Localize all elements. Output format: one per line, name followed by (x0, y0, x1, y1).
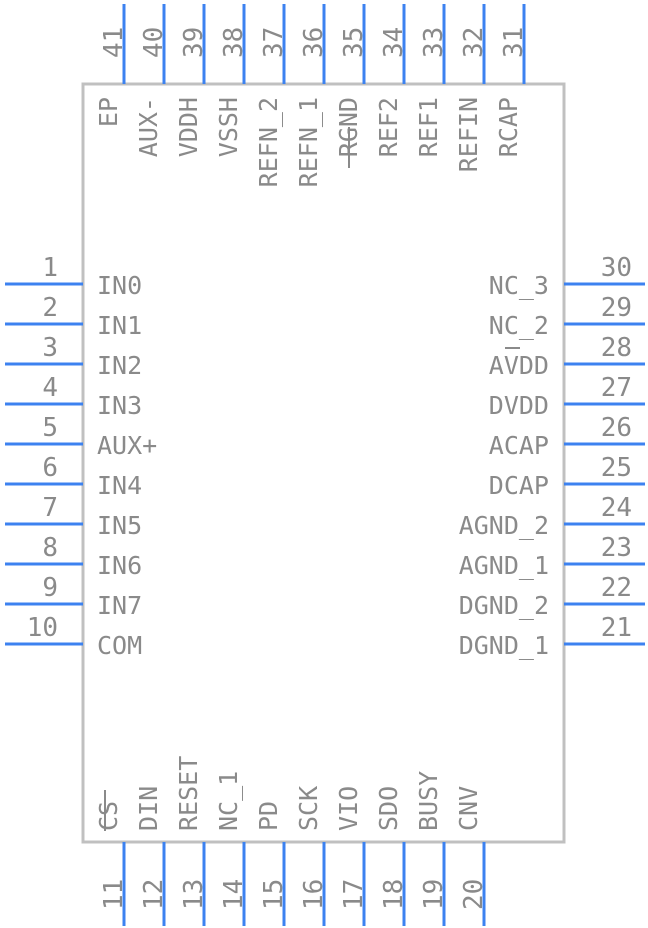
pin-38-number: 38 (219, 27, 249, 58)
pin-10-number: 10 (27, 613, 58, 643)
pin-18-label: SDO (374, 786, 403, 831)
pin-28-number: 28 (601, 333, 632, 363)
pin-8-number: 8 (42, 533, 58, 563)
pin-34-number: 34 (379, 27, 409, 58)
pin-40-label: AUX- (134, 97, 163, 157)
pin-6-number: 6 (42, 453, 58, 483)
pin-7-label: IN5 (97, 511, 142, 540)
pin-13-label: RESET (174, 756, 203, 831)
pin-20-label: CNV (454, 786, 483, 831)
pin-8-label: IN6 (97, 551, 142, 580)
pin-32-number: 32 (459, 27, 489, 58)
pin-10-label: COM (97, 631, 142, 660)
pin-29-label: NC_2 (489, 311, 549, 340)
pin-2-label: IN1 (97, 311, 142, 340)
pin-9-label: IN7 (97, 591, 142, 620)
pin-41-label: EP (94, 97, 123, 127)
pin-11-number: 11 (99, 879, 129, 910)
pin-15-number: 15 (259, 879, 289, 910)
pin-28-label: AVDD (489, 351, 549, 380)
pin-19-label: BUSY (414, 771, 443, 831)
pin-22-label: DGND_2 (459, 591, 549, 620)
pin-9-number: 9 (42, 573, 58, 603)
pin-17-label: VIO (334, 786, 363, 831)
pin-12-number: 12 (139, 879, 169, 910)
pin-23-label: AGND_1 (459, 551, 549, 580)
pin-20-number: 20 (459, 879, 489, 910)
ic-body (81, 82, 566, 844)
pin-1-label: IN0 (97, 271, 142, 300)
pin-23-number: 23 (601, 533, 632, 563)
pin-24-number: 24 (601, 493, 632, 523)
pin-21-number: 21 (601, 613, 632, 643)
pin-4-number: 4 (42, 373, 58, 403)
pin-39-number: 39 (179, 27, 209, 58)
pin-1-number: 1 (42, 253, 58, 283)
pin-3-label: IN2 (97, 351, 142, 380)
pin-3-number: 3 (42, 333, 58, 363)
pin-15-label: PD (254, 801, 283, 831)
pin-36-number: 36 (299, 27, 329, 58)
pin-30-label: NC_3 (489, 271, 549, 300)
pin-14-number: 14 (219, 879, 249, 910)
pin-12-label: DIN (134, 786, 163, 831)
pin-27-label: DVDD (489, 391, 549, 420)
pin-39-label: VDDH (174, 97, 203, 157)
pin-34-label: REF2 (374, 97, 403, 157)
pin-37-number: 37 (259, 27, 289, 58)
pin-6-label: IN4 (97, 471, 142, 500)
pin-33-number: 33 (419, 27, 449, 58)
pin-24-label: AGND_2 (459, 511, 549, 540)
pin-27-number: 27 (601, 373, 632, 403)
pin-5-number: 5 (42, 413, 58, 443)
pin-29-number: 29 (601, 293, 632, 323)
pin-33-label: REF1 (414, 97, 443, 157)
pin-2-number: 2 (42, 293, 58, 323)
pin-4-label: IN3 (97, 391, 142, 420)
pin-41-number: 41 (99, 27, 129, 58)
pin-16-label: SCK (294, 786, 323, 831)
pin-14-label: NC_1 (214, 771, 243, 831)
pin-7-number: 7 (42, 493, 58, 523)
pin-18-number: 18 (379, 879, 409, 910)
pin-11-label: CS (94, 801, 123, 831)
pin-38-label: VSSH (214, 97, 243, 157)
pin-5-label: AUX+ (97, 431, 157, 460)
pin-25-label: DCAP (489, 471, 549, 500)
pin-30-number: 30 (601, 253, 632, 283)
pin-31-label: RCAP (494, 97, 523, 157)
pin-32-label: REFIN (454, 97, 483, 172)
pin-16-number: 16 (299, 879, 329, 910)
pin-22-number: 22 (601, 573, 632, 603)
pin-35-number: 35 (339, 27, 369, 58)
pin-13-number: 13 (179, 879, 209, 910)
pin-40-number: 40 (139, 27, 169, 58)
pin-25-number: 25 (601, 453, 632, 483)
pin-19-number: 19 (419, 879, 449, 910)
bottom-pins: 11 CS 12 DIN 13 RESET 14 NC_1 15 PD 16 SCK 17 VIO 18 SD… (94, 756, 489, 926)
pin-31-number: 31 (499, 27, 529, 58)
pin-26-number: 26 (601, 413, 632, 443)
pin-17-number: 17 (339, 879, 369, 910)
pin-37-label: REFN_2 (254, 97, 283, 187)
pin-36-label: REFN_1 (294, 97, 323, 187)
pin-26-label: ACAP (489, 431, 549, 460)
pin-21-label: DGND_1 (459, 631, 549, 660)
